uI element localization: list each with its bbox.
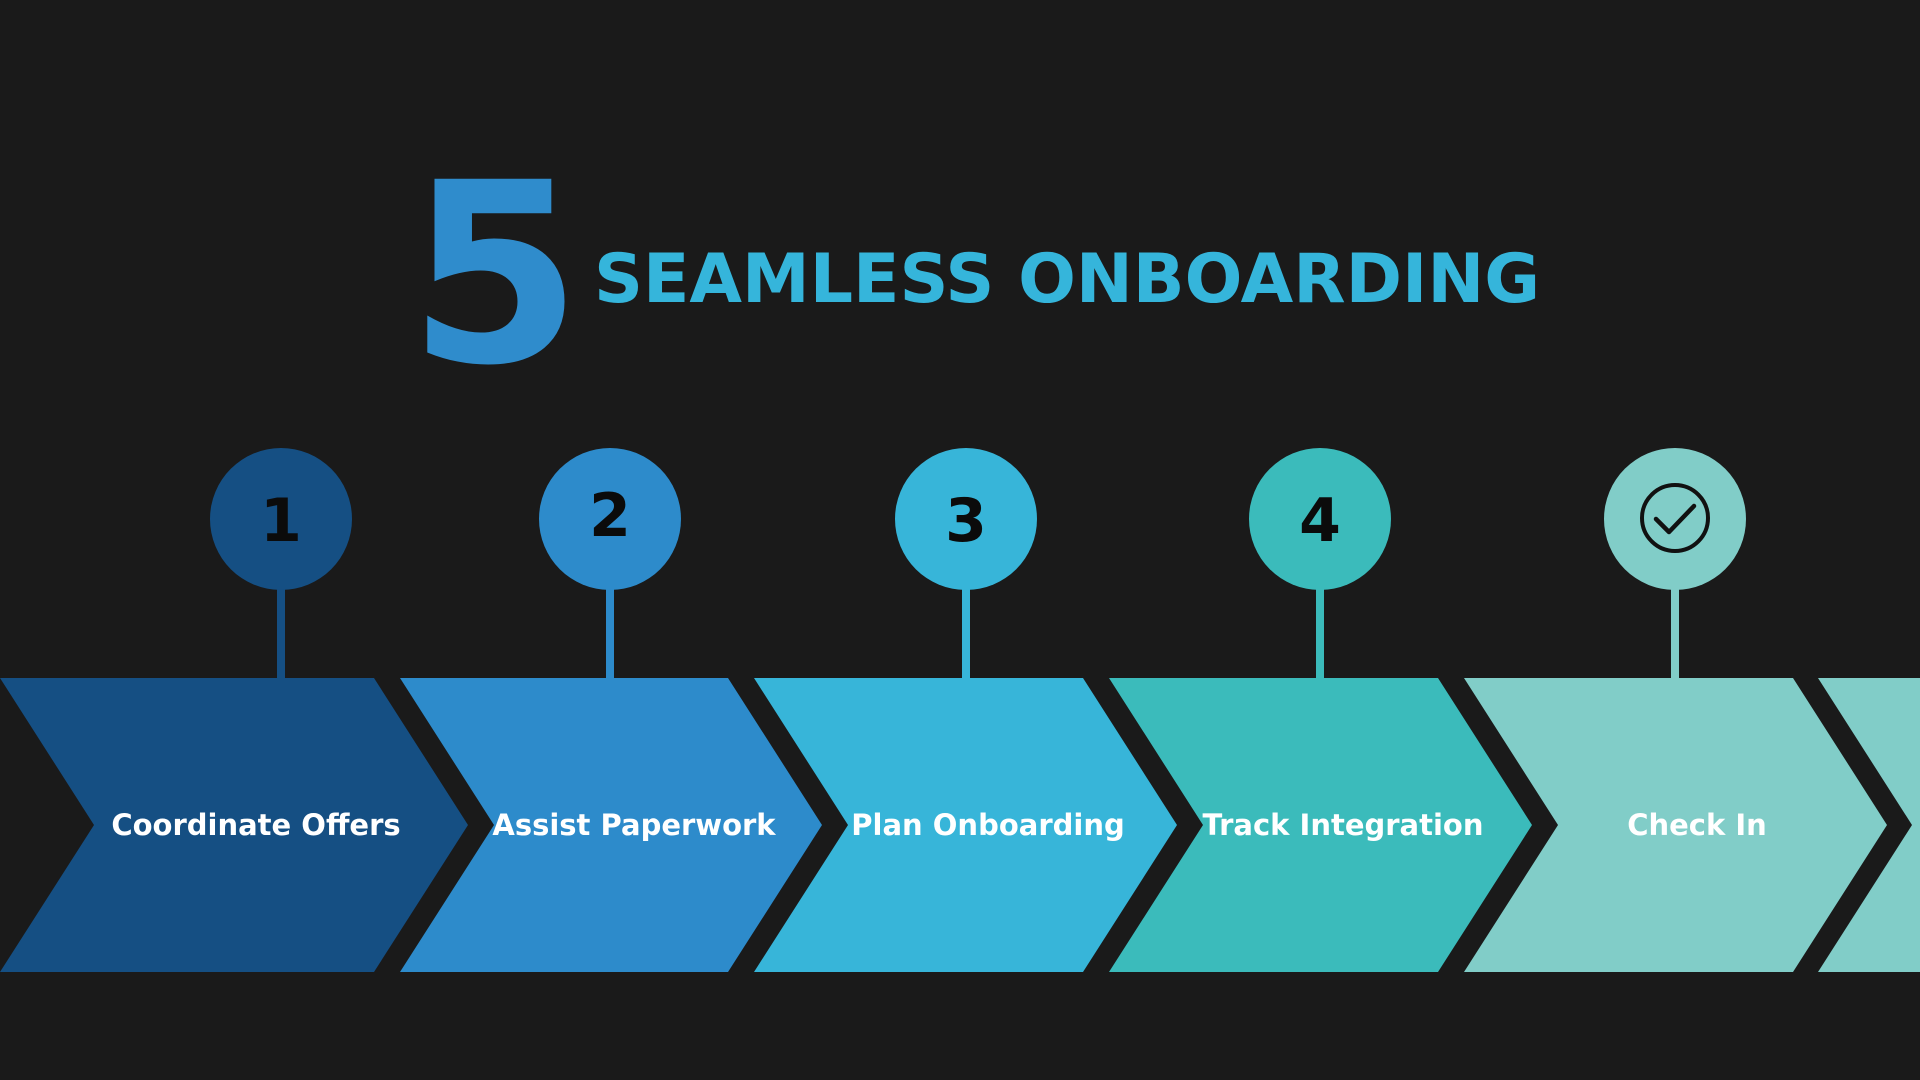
step-4-connector bbox=[1316, 585, 1324, 680]
trailing-chevron bbox=[1818, 678, 1920, 972]
step-5-connector bbox=[1671, 585, 1679, 680]
step-1-marker-number: 1 bbox=[260, 486, 302, 556]
step-4-marker-circle bbox=[1249, 448, 1391, 590]
step-3: 3 Plan Onboarding bbox=[754, 448, 1177, 972]
step-number: 5 bbox=[408, 129, 582, 420]
step-1-connector bbox=[277, 585, 285, 680]
step-1-label: Coordinate Offers bbox=[111, 808, 400, 842]
step-5: Check In bbox=[1464, 448, 1887, 972]
step-2-chevron bbox=[400, 678, 822, 972]
step-3-label: Plan Onboarding bbox=[851, 808, 1124, 842]
step-5-label: Check In bbox=[1627, 808, 1767, 842]
step-2-label: Assist Paperwork bbox=[492, 808, 776, 842]
step-3-marker-circle bbox=[895, 448, 1037, 590]
step-1-chevron bbox=[0, 678, 468, 972]
step-2-marker-circle bbox=[539, 448, 681, 590]
step-3-connector bbox=[962, 585, 970, 680]
step-4: 4 Track Integration bbox=[1109, 448, 1532, 972]
step-1-marker-circle bbox=[210, 448, 352, 590]
step-3-marker-number: 3 bbox=[945, 486, 987, 556]
checkmark-circle-icon bbox=[1640, 483, 1710, 553]
step-2-marker-number: 2 bbox=[589, 481, 631, 551]
page-title: SEAMLESS ONBOARDING bbox=[594, 240, 1541, 319]
step-2-connector bbox=[606, 585, 614, 680]
step-5-marker-circle bbox=[1604, 448, 1746, 590]
step-2: 2 Assist Paperwork bbox=[400, 448, 822, 972]
step-3-chevron bbox=[754, 678, 1177, 972]
step-4-label: Track Integration bbox=[1202, 808, 1483, 842]
step-1: 1 Coordinate Offers bbox=[0, 448, 468, 972]
step-4-marker-number: 4 bbox=[1299, 486, 1341, 556]
step-5-chevron bbox=[1464, 678, 1887, 972]
step-4-chevron bbox=[1109, 678, 1532, 972]
